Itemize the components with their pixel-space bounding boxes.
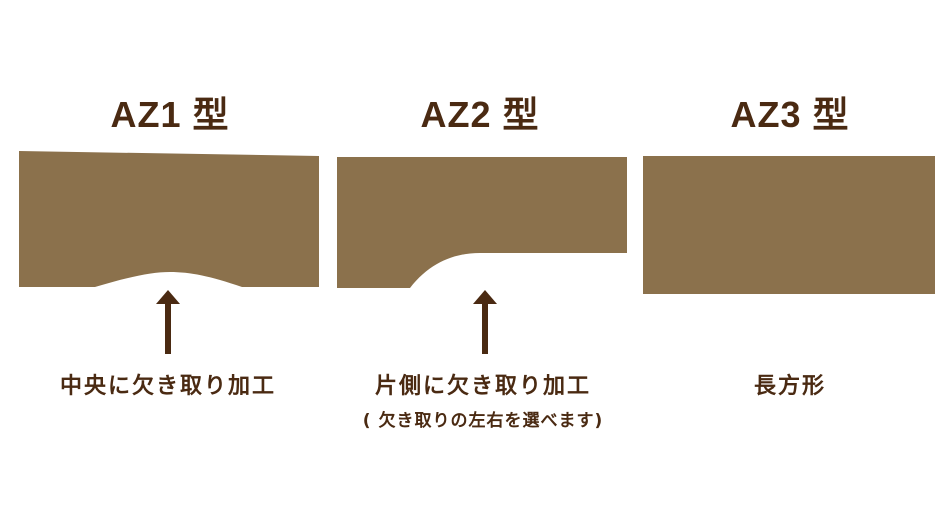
az1-title: AZ1 型	[110, 94, 230, 135]
az1-label: 中央に欠き取り加工	[59, 374, 276, 399]
az1-arrow-up-icon	[156, 290, 180, 354]
az2-note: ( 欠き取りの左右を選べます)	[362, 411, 604, 431]
az2-arrow-up-icon	[473, 290, 497, 354]
az3-title: AZ3 型	[730, 94, 850, 135]
az2-label: 片側に欠き取り加工	[374, 374, 591, 399]
az2-title: AZ2 型	[420, 94, 540, 135]
az3-label: 長方形	[753, 374, 826, 399]
